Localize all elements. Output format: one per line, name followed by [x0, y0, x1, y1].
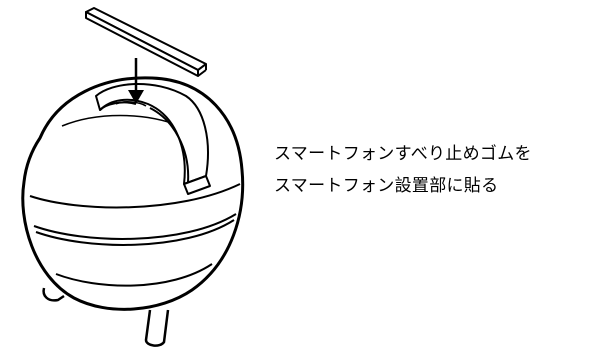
speaker-body — [21, 76, 245, 311]
instruction-text: スマートフォンすべり止めゴムを スマートフォン設置部に貼る — [274, 138, 604, 202]
smartphone-mount — [95, 82, 211, 195]
down-arrow-icon — [128, 58, 144, 104]
speaker-feet — [42, 287, 170, 347]
instruction-line-1: スマートフォンすべり止めゴムを — [274, 144, 532, 164]
instruction-line-2: スマートフォン設置部に貼る — [274, 176, 499, 196]
body-bands — [29, 183, 241, 287]
rubber-strip — [85, 7, 207, 77]
